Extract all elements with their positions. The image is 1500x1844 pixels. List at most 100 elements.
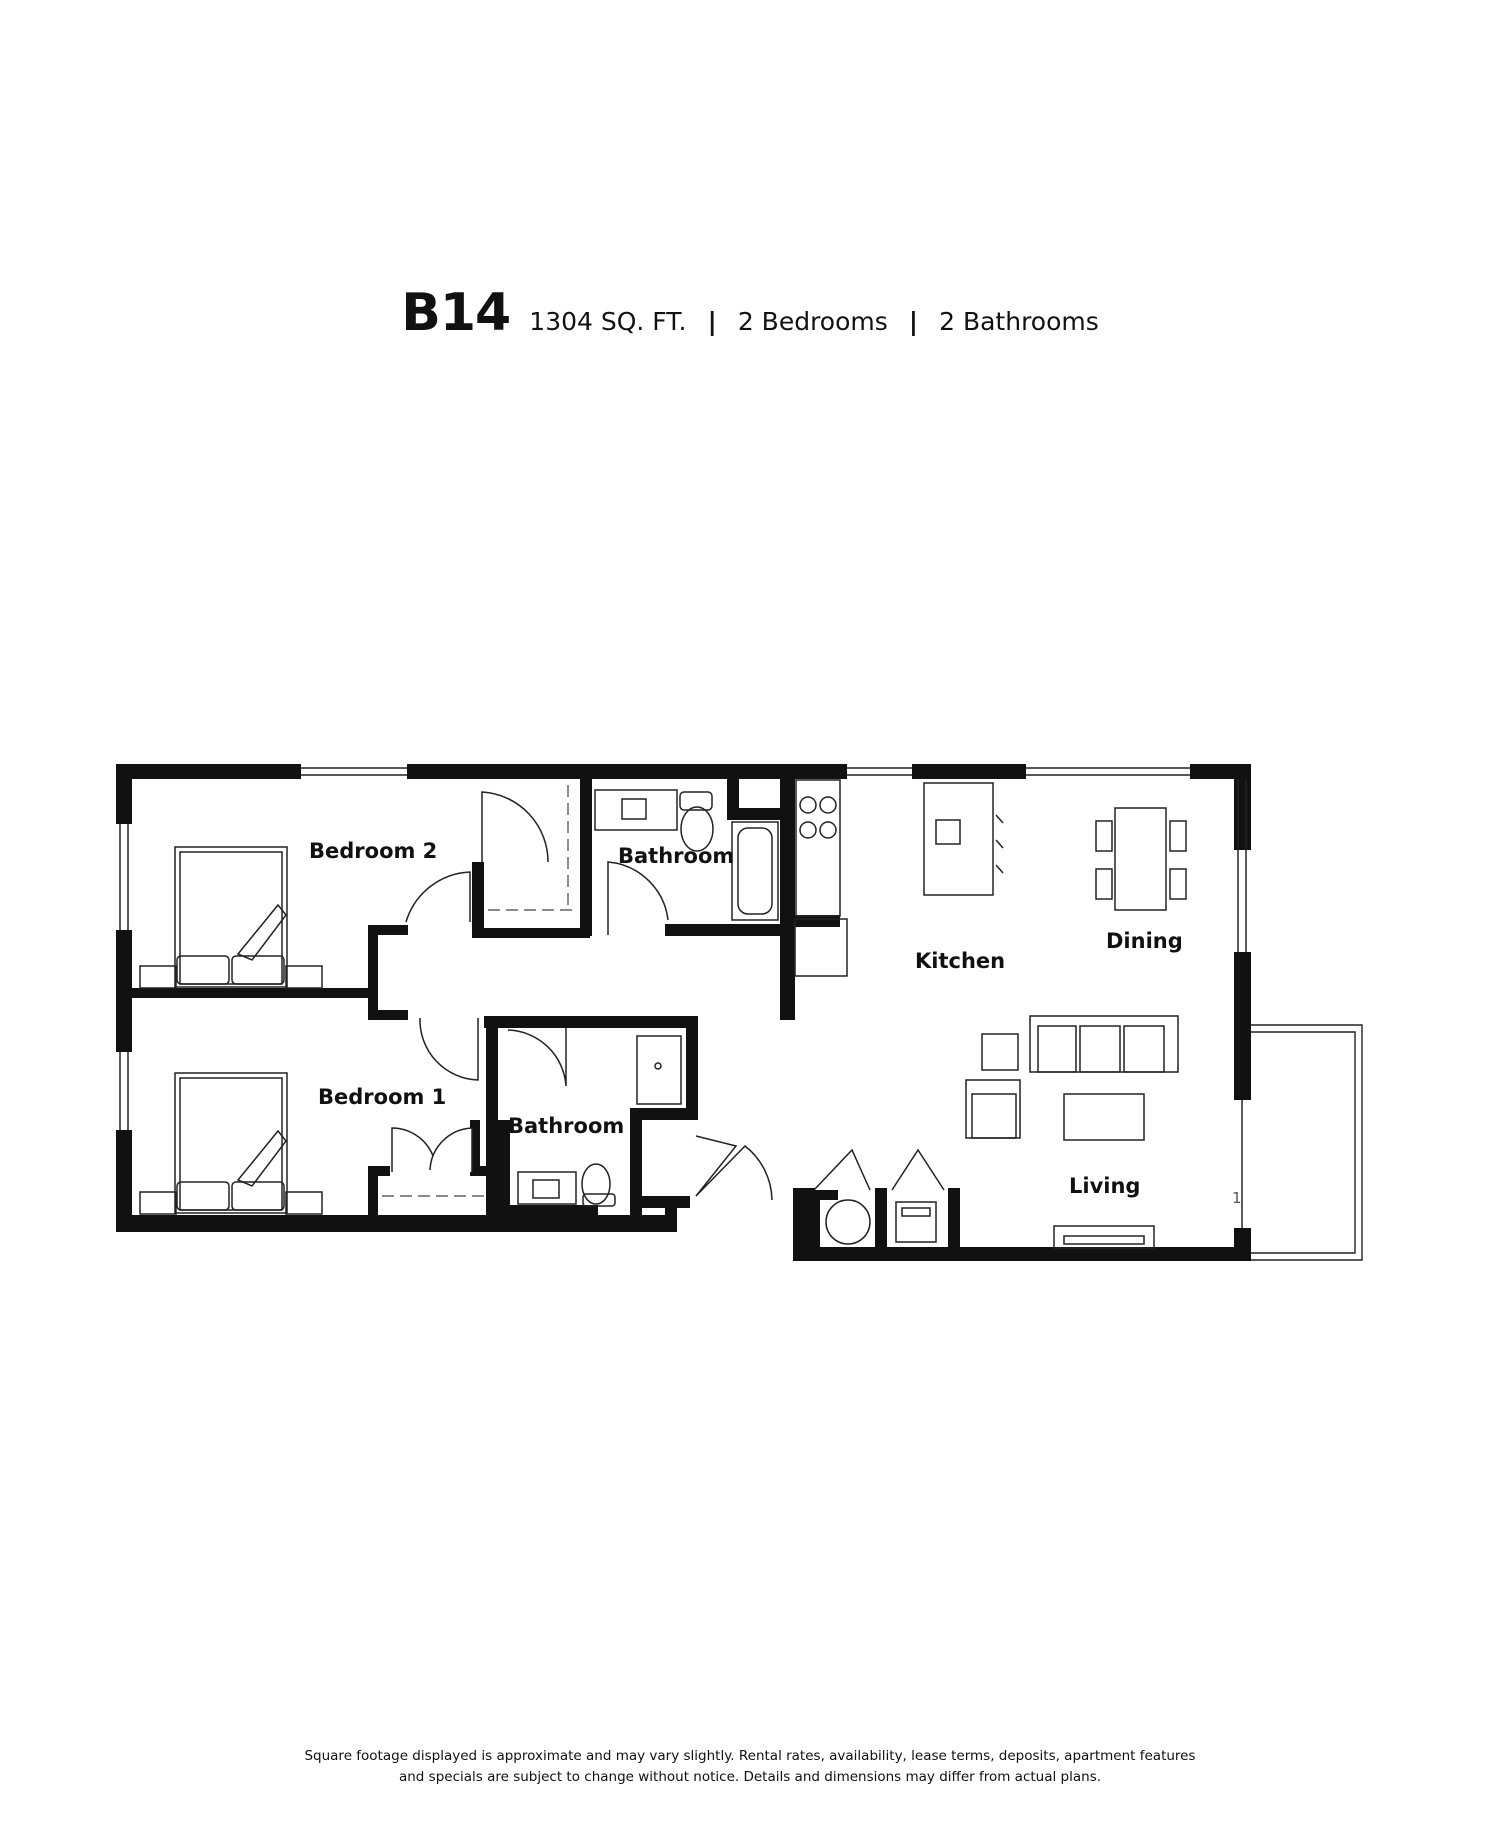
shower-drain	[654, 1062, 662, 1070]
washer-panel	[901, 1207, 931, 1217]
furniture	[139, 779, 1187, 1249]
bed-sheet	[236, 1129, 287, 1187]
wall	[368, 925, 378, 1019]
stool	[995, 864, 1004, 874]
wall	[793, 1247, 1251, 1261]
unit-bathrooms: 2 Bathrooms	[939, 307, 1099, 336]
wall	[472, 928, 590, 938]
plan-header: B14 1304 SQ. FT. | 2 Bedrooms | 2 Bathro…	[0, 283, 1500, 343]
pillow	[176, 1181, 230, 1211]
wall	[470, 1120, 480, 1176]
sofa-cushion	[1037, 1025, 1077, 1073]
wall	[1234, 952, 1251, 1100]
pillow	[231, 1181, 285, 1211]
room-label-bedroom-2: Bedroom 2	[309, 839, 437, 863]
burner	[819, 821, 837, 839]
wall	[630, 1108, 698, 1120]
disclaimer: Square footage displayed is approximate …	[0, 1746, 1500, 1788]
windows	[119, 767, 1247, 1228]
header-separator: |	[908, 307, 919, 336]
unit-name: B14	[401, 283, 511, 343]
shower	[636, 1035, 682, 1105]
washer	[895, 1201, 937, 1243]
chair	[1095, 868, 1113, 900]
closet-rods	[382, 785, 575, 1197]
wall	[780, 915, 795, 985]
burner	[819, 796, 837, 814]
coffee-table	[1063, 1093, 1145, 1141]
disclaimer-line: and specials are subject to change witho…	[398, 1769, 1102, 1785]
disclaimer-line: Square footage displayed is approximate …	[304, 1748, 1196, 1764]
door-swing	[891, 1148, 945, 1191]
balcony	[1251, 1024, 1363, 1261]
bed	[174, 1072, 288, 1214]
wall	[1190, 764, 1248, 779]
water-heater	[825, 1199, 871, 1245]
burner	[799, 796, 817, 814]
wall	[116, 764, 132, 824]
stool	[995, 814, 1004, 824]
toilet-bowl	[680, 806, 714, 852]
wall	[1234, 764, 1251, 850]
sink	[532, 1179, 560, 1199]
room-label-bathroom: Bathroom	[618, 844, 734, 868]
unit-bedrooms: 2 Bedrooms	[737, 307, 888, 336]
armchair	[965, 1079, 1021, 1139]
wall	[484, 1016, 698, 1028]
tv-console	[1053, 1225, 1155, 1249]
stool	[995, 839, 1004, 849]
bathtub	[737, 827, 773, 915]
room-label-bathroom: Bathroom	[508, 1114, 624, 1138]
burner	[799, 821, 817, 839]
wall	[368, 1010, 408, 1020]
wall	[116, 988, 372, 998]
wall	[875, 1188, 887, 1261]
sofa-cushion	[1079, 1025, 1121, 1073]
side-table	[981, 1033, 1019, 1071]
bathtub	[731, 821, 779, 921]
wall	[948, 1188, 960, 1261]
door-swing	[481, 791, 549, 863]
pillow	[231, 955, 285, 985]
door-swing	[405, 871, 471, 923]
room-label-living: Living	[1069, 1174, 1140, 1198]
bed	[179, 1077, 283, 1211]
door-swing	[607, 861, 669, 935]
unit-area: 1304 SQ. FT.	[529, 307, 687, 336]
chair	[1169, 868, 1187, 900]
wall	[498, 1205, 598, 1217]
door-swing	[419, 1017, 479, 1081]
balcony-outline	[1251, 1031, 1356, 1254]
doors	[391, 791, 945, 1201]
nightstand	[285, 965, 323, 989]
bed	[179, 851, 283, 985]
toilet-tank	[679, 791, 713, 811]
door-swing	[695, 1135, 738, 1197]
armchair	[971, 1093, 1017, 1139]
toilet-tank	[582, 1193, 616, 1207]
wall	[368, 925, 408, 935]
wall	[793, 1188, 808, 1261]
counter	[795, 779, 841, 917]
plan-marker: 1	[1232, 1189, 1242, 1207]
wall	[630, 1108, 642, 1220]
wall	[116, 764, 301, 779]
sofa-cushion	[1123, 1025, 1165, 1073]
door-swing	[695, 1144, 773, 1201]
tv	[1063, 1235, 1145, 1245]
dining-table	[1114, 807, 1167, 911]
door-swing	[429, 1127, 473, 1172]
wall	[808, 1188, 820, 1261]
header-separator: |	[707, 307, 717, 336]
wall	[486, 1016, 498, 1216]
pillow	[176, 955, 230, 985]
wall	[727, 808, 787, 820]
door-swing	[507, 1028, 567, 1087]
toilet-bowl	[581, 1163, 611, 1205]
wall	[580, 778, 592, 838]
wall	[498, 1120, 510, 1218]
room-labels: Bedroom 2 Bedroom 1 Bathroom Bathroom Ki…	[309, 839, 1242, 1207]
wall	[407, 764, 847, 779]
bed-sheet	[236, 903, 287, 961]
vanity	[594, 789, 678, 831]
